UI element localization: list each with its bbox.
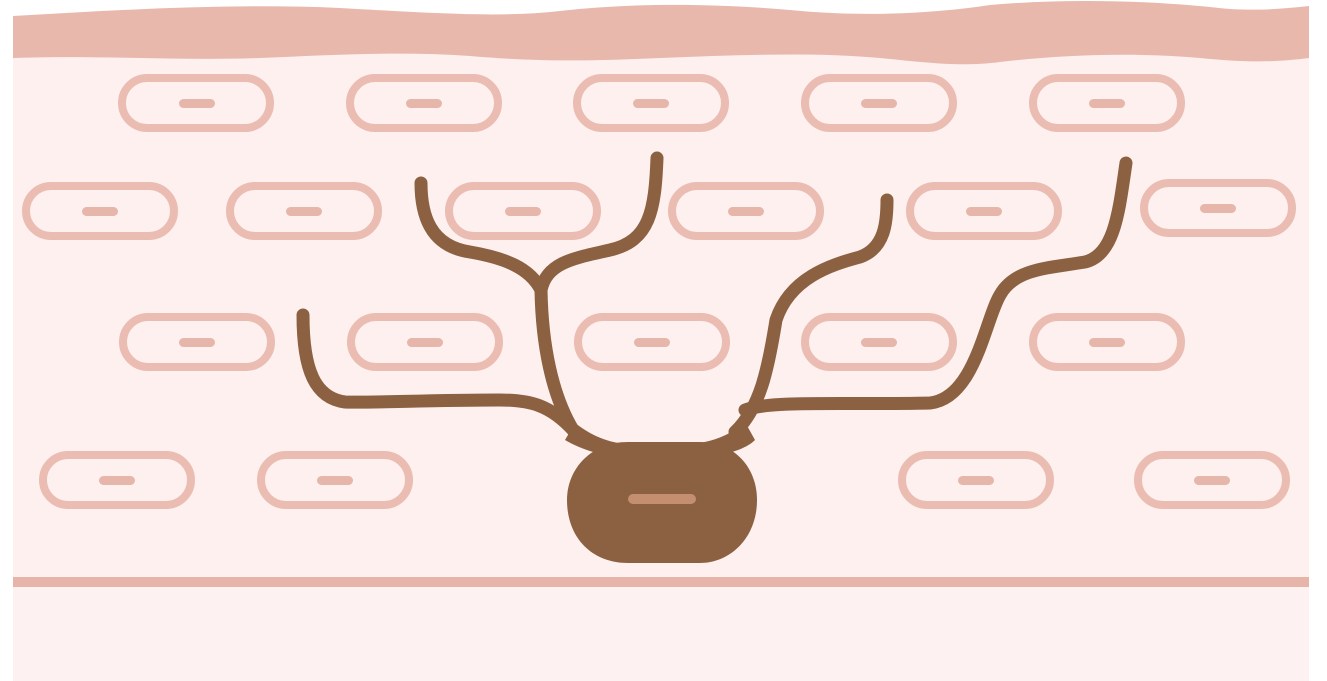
keratinocyte [1144,183,1292,233]
keratinocyte [577,78,725,128]
keratinocyte [261,455,409,505]
keratinocyte [672,186,820,236]
keratinocyte [1033,78,1181,128]
keratinocyte [805,78,953,128]
keratinocyte [350,78,498,128]
stratum-corneum [13,1,1309,64]
keratinocyte [26,186,174,236]
keratinocyte [1138,455,1286,505]
keratinocyte [449,186,597,236]
keratinocyte [910,186,1058,236]
dermis-layer [13,586,1309,681]
keratinocyte [351,317,499,367]
melanocyte-nucleus [628,494,696,504]
keratinocyte [43,455,191,505]
keratinocyte [123,317,271,367]
keratinocyte [122,78,270,128]
keratinocyte [578,317,726,367]
keratinocyte [230,186,378,236]
keratinocyte [1033,317,1181,367]
keratinocyte [902,455,1050,505]
basement-membrane [13,577,1309,587]
keratinocyte [805,317,953,367]
